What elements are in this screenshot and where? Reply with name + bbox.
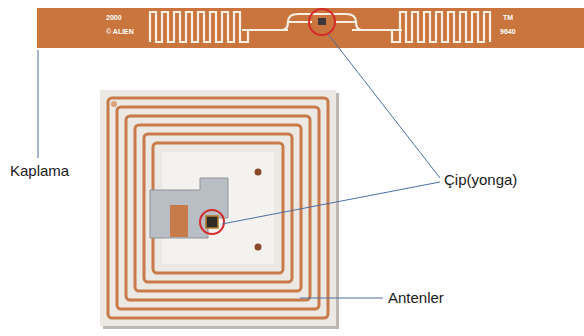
chip [206,216,218,228]
tag-inlay [100,90,336,326]
bridge-pad [150,178,228,238]
meander-antenna [150,12,288,42]
part-label: Antenler [388,289,444,307]
chip-highlight [309,9,335,35]
via-dot [255,244,262,251]
chip-highlight [200,210,224,234]
leader-lines [38,34,440,298]
coil-antenna [108,98,328,318]
tag-strip [37,8,584,48]
part-label: Çip(yonga) [444,171,517,189]
strip-marking: TM [503,14,513,22]
meander-antenna [352,12,490,42]
chip [318,18,326,25]
part-label: Kaplama [10,162,69,180]
strip-marking: 9640 [500,28,516,36]
antenna-loop [242,14,402,30]
via-dot [255,169,262,176]
via-dot [111,101,117,107]
strip-marking: © ALIEN [106,28,134,36]
strip-marking: 2000 [106,14,122,22]
contact-pad [170,205,188,237]
